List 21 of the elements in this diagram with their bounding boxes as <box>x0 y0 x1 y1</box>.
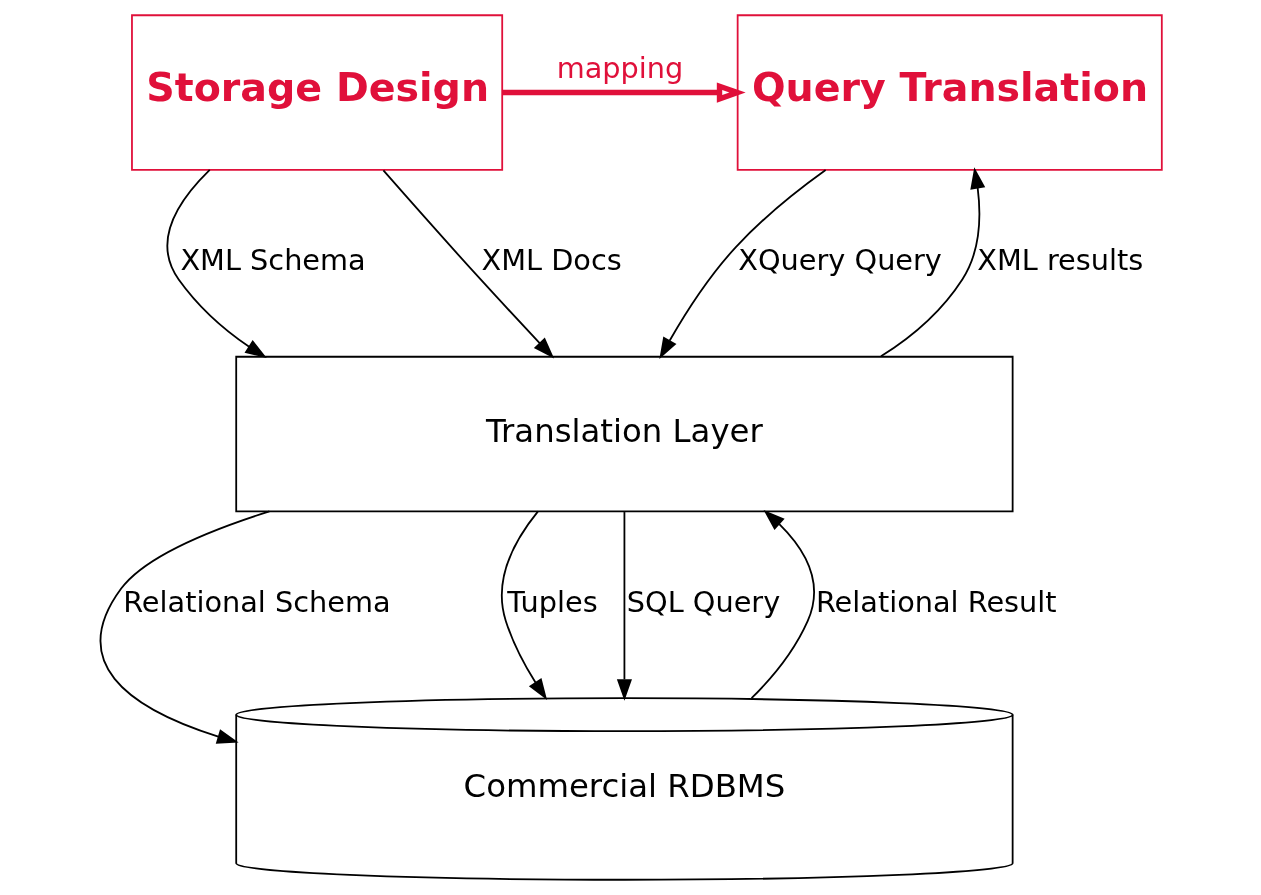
edge-label: XML Docs <box>481 243 622 278</box>
arrow <box>750 509 815 700</box>
edge-label: Tuples <box>506 584 598 619</box>
edge-label: XML Schema <box>179 243 366 278</box>
arrow <box>166 169 267 358</box>
node-box: Storage Design <box>130 14 503 171</box>
edge-label: Relational Result <box>815 584 1057 619</box>
arrow <box>658 169 827 360</box>
arrow <box>500 510 547 701</box>
arrow <box>99 510 270 744</box>
edge-label: Relational Schema <box>122 584 391 619</box>
edge-label: mapping <box>556 50 683 85</box>
edge-label: XQuery Query <box>737 243 942 278</box>
arrow <box>502 82 746 103</box>
arrow <box>616 511 632 701</box>
arrow <box>382 169 554 359</box>
arrow <box>879 167 985 358</box>
edge-label: XML results <box>976 243 1143 278</box>
edge-label: SQL Query <box>626 584 780 619</box>
node-box: Translation Layer <box>234 355 1014 513</box>
node-box: Query Translation <box>736 14 1163 171</box>
